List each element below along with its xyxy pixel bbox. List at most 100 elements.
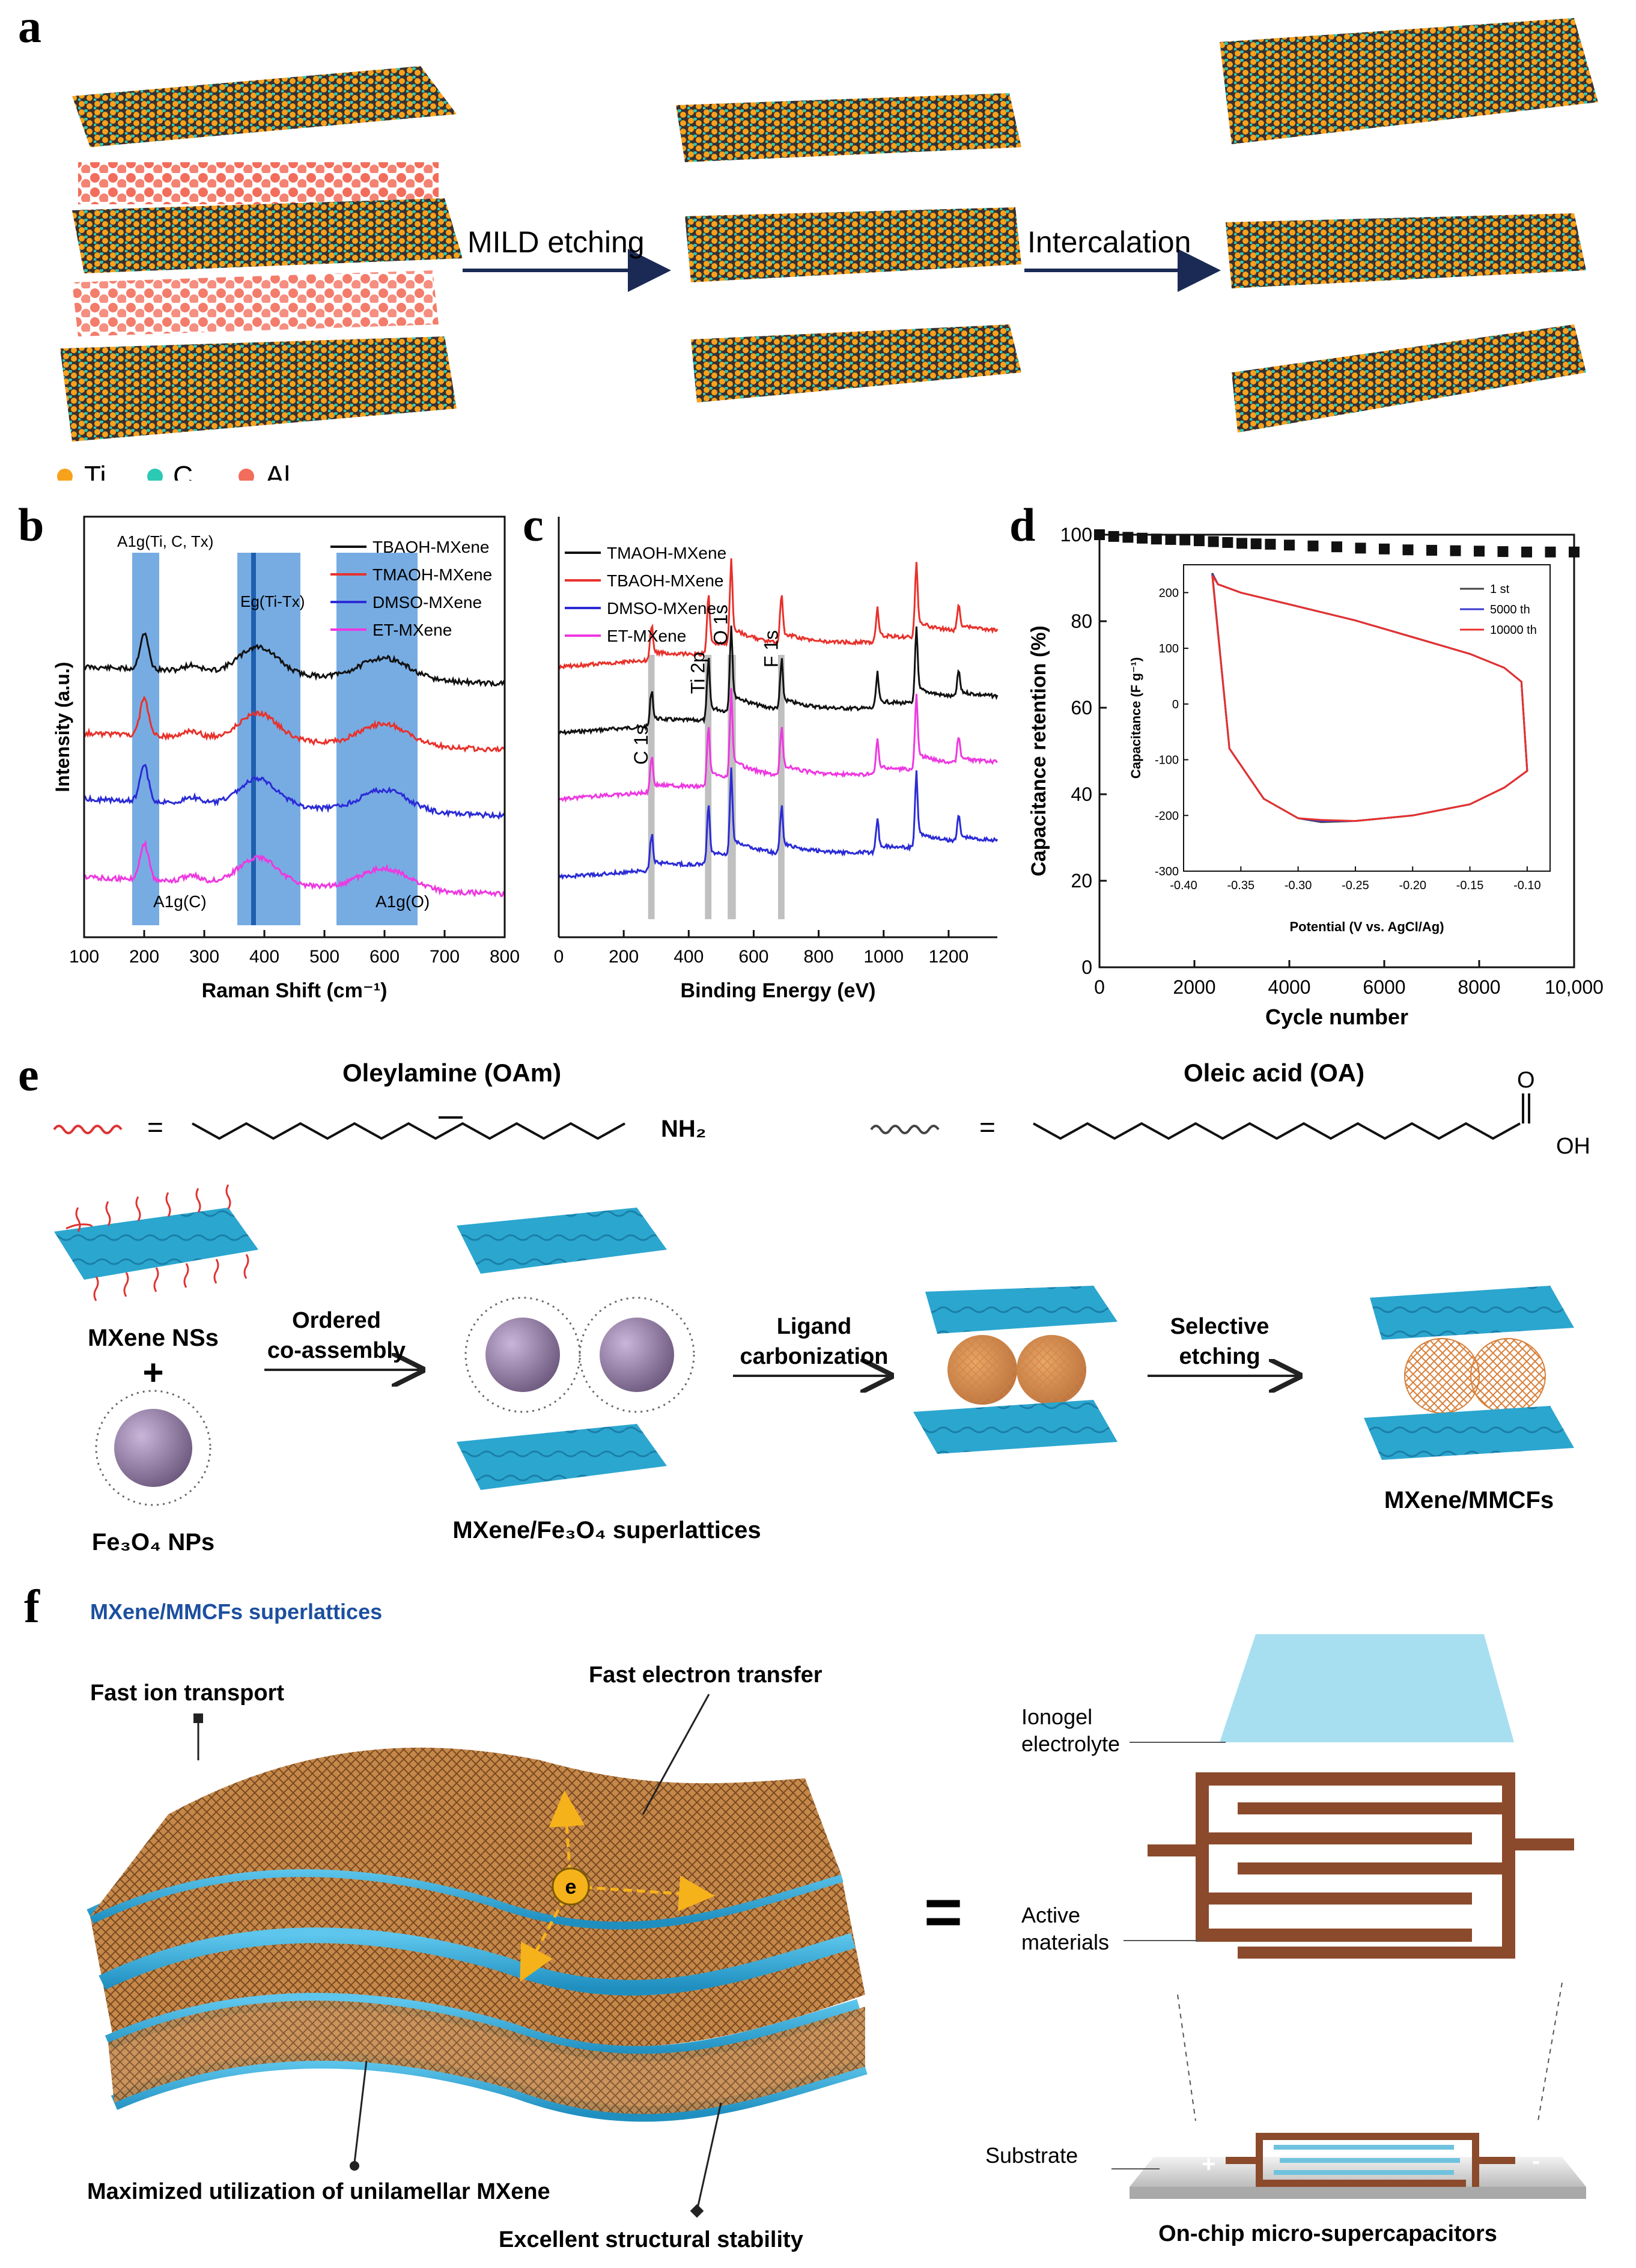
- oam-structure: [192, 1122, 625, 1140]
- xps-xtick: 600: [738, 947, 768, 967]
- xps-xtick: 0: [554, 947, 564, 967]
- cycling-xtick: 2000: [1173, 976, 1215, 998]
- raman-band: [237, 553, 300, 925]
- panel-d-label: d: [1009, 499, 1035, 551]
- cycling-xtick: 4000: [1268, 976, 1310, 998]
- cycling-ytick: 0: [1081, 956, 1092, 978]
- cv-legend-label: 1 st: [1490, 583, 1510, 596]
- cycling-point: [1137, 532, 1148, 544]
- svg-text:Selective: Selective: [1170, 1314, 1270, 1339]
- raman-xtick: 600: [369, 947, 400, 967]
- cv-inset-xtick: -0.20: [1399, 879, 1426, 892]
- raman-series-ET-MXene: [84, 839, 505, 898]
- carbonized-superlattice: [913, 1286, 1118, 1454]
- svg-text:OH: OH: [1556, 1134, 1590, 1159]
- substrate-device: + -: [1130, 2133, 1586, 2199]
- svg-text:carbonization: carbonization: [740, 1344, 888, 1369]
- cycling-point: [1122, 532, 1134, 543]
- cv-inset-ytick: -100: [1155, 754, 1179, 767]
- cycling-point: [1108, 531, 1119, 542]
- cycling-point: [1307, 540, 1319, 552]
- raman-xtick: 700: [430, 947, 460, 967]
- cycling-ytick: 80: [1071, 610, 1092, 632]
- svg-text:e: e: [565, 1876, 577, 1899]
- cv-inset-ylabel: Capacitance (F g⁻¹): [1128, 657, 1143, 779]
- electron-marker: e: [520, 1790, 715, 1982]
- cycling-point: [1402, 544, 1414, 556]
- xps-xtick: 200: [609, 947, 639, 967]
- cycling-point: [1284, 540, 1295, 551]
- fe3o4-nanoparticle: [95, 1390, 211, 1506]
- svg-text:Ionogel: Ionogel: [1021, 1704, 1092, 1729]
- substrate-label: Substrate: [985, 2143, 1078, 2168]
- raman-xlabel: Raman Shift (cm⁻¹): [202, 979, 388, 1002]
- cycling-point: [1474, 546, 1485, 557]
- cv-inset-xtick: -0.10: [1513, 879, 1541, 892]
- cycling-point: [1151, 534, 1162, 545]
- xps-series-ET-MXene: [558, 688, 998, 803]
- svg-text:-: -: [1532, 2148, 1540, 2174]
- raman-xtick: 300: [189, 947, 219, 967]
- cycling-point: [1379, 543, 1390, 555]
- raman-band-line: [251, 553, 256, 925]
- svg-text:O: O: [1517, 1068, 1535, 1093]
- cycling-point: [1250, 538, 1262, 550]
- fe3o4-nps-label: Fe₃O₄ NPs: [92, 1529, 214, 1555]
- xps-legend-label: TBAOH-MXene: [607, 571, 724, 590]
- raman-annot-a1g-tic: A1g(Ti, C, Tx): [117, 532, 213, 550]
- panel-c-label: c: [523, 499, 544, 551]
- cv-inset-ytick: -200: [1155, 809, 1179, 822]
- oam-nh2: NH₂: [661, 1116, 707, 1142]
- cv-inset-xtick: -0.35: [1227, 879, 1255, 892]
- fast-ion-label: Fast ion transport: [90, 1680, 284, 1706]
- interdigitated-electrodes: [1148, 1772, 1574, 1959]
- raman-series-TMAOH-MXene: [83, 695, 506, 753]
- cv-legend-label: 10000 th: [1490, 624, 1537, 637]
- svg-text:+: +: [142, 1352, 163, 1393]
- mxene-fe3o4-superlattice: [457, 1208, 695, 1490]
- panel-b-label: b: [18, 499, 44, 551]
- xps-xtick: 800: [804, 947, 834, 967]
- cycling-xtick: 8000: [1458, 976, 1500, 998]
- xps-legend-label: DMSO-MXene: [607, 599, 716, 618]
- raman-series-TBAOH-MXene: [83, 632, 506, 688]
- ionogel-layer: [1220, 1634, 1514, 1742]
- cycling-xtick: 10,000: [1545, 976, 1604, 998]
- xps-legend-label: TMAOH-MXene: [607, 544, 726, 562]
- xps-series-DMSO-MXene: [558, 767, 999, 880]
- cv-inset-xtick: -0.25: [1342, 879, 1369, 892]
- cycling-point: [1236, 538, 1247, 549]
- svg-text:=: =: [147, 1111, 163, 1143]
- raman-legend-label: ET-MXene: [373, 621, 452, 639]
- cycling-ylabel: Capacitance retention (%): [1027, 625, 1050, 877]
- mxene-nanosheet: [54, 1184, 258, 1301]
- raman-annot-eg: Eg(Ti-Tx): [240, 592, 305, 610]
- product-label: MXene/MMCFs: [1384, 1487, 1554, 1513]
- cycling-ytick: 40: [1071, 783, 1092, 805]
- raman-annot-a1g-c: A1g(C): [153, 892, 207, 911]
- maximized-label: Maximized utilization of unilamellar MXe…: [87, 2179, 550, 2204]
- etched-mxene-structure: [676, 93, 1021, 403]
- xps-xlabel: Binding Energy (eV): [681, 979, 876, 1002]
- xps-peak-band: [778, 655, 785, 919]
- equals-sign: =: [924, 1875, 962, 1949]
- panel-e-label: e: [18, 1048, 39, 1101]
- panel-e: e = Oleylamine (OAm) NH₂ = Oleic acid (O…: [18, 1048, 1590, 1555]
- cv-curve-10000 th: [1211, 574, 1528, 822]
- xps-series-TBAOH-MXene: [558, 558, 999, 670]
- raman-xtick: 100: [69, 947, 99, 967]
- cycling-point: [1094, 529, 1105, 540]
- svg-text:C: C: [173, 460, 193, 481]
- intercalated-mxene-structure: [1220, 18, 1598, 433]
- svg-text:Al: Al: [266, 460, 290, 481]
- raman-axes: [83, 515, 506, 938]
- raman-band: [132, 553, 159, 925]
- xps-xtick: 400: [674, 947, 704, 967]
- mmcfs-superlattice-stack: [87, 1747, 868, 2122]
- svg-text:=: =: [979, 1111, 996, 1143]
- cycling-axes: [1098, 534, 1575, 968]
- raman-xtick: 800: [490, 947, 520, 967]
